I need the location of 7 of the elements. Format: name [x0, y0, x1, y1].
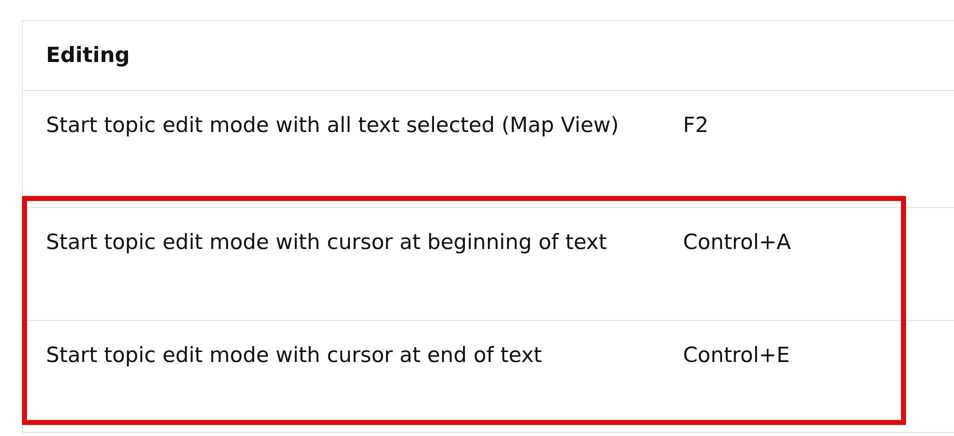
shortcut-key: Control+A	[683, 230, 791, 254]
action-description: Start topic edit mode with all text selected (Map View)	[46, 113, 619, 137]
action-description: Start topic edit mode with cursor at end of text	[46, 343, 542, 367]
shortcut-key: F2	[683, 113, 708, 137]
shortcut-key: Control+E	[683, 343, 790, 367]
action-description: Start topic edit mode with cursor at beginning of text	[46, 230, 607, 254]
section-heading: Editing	[45, 42, 131, 69]
